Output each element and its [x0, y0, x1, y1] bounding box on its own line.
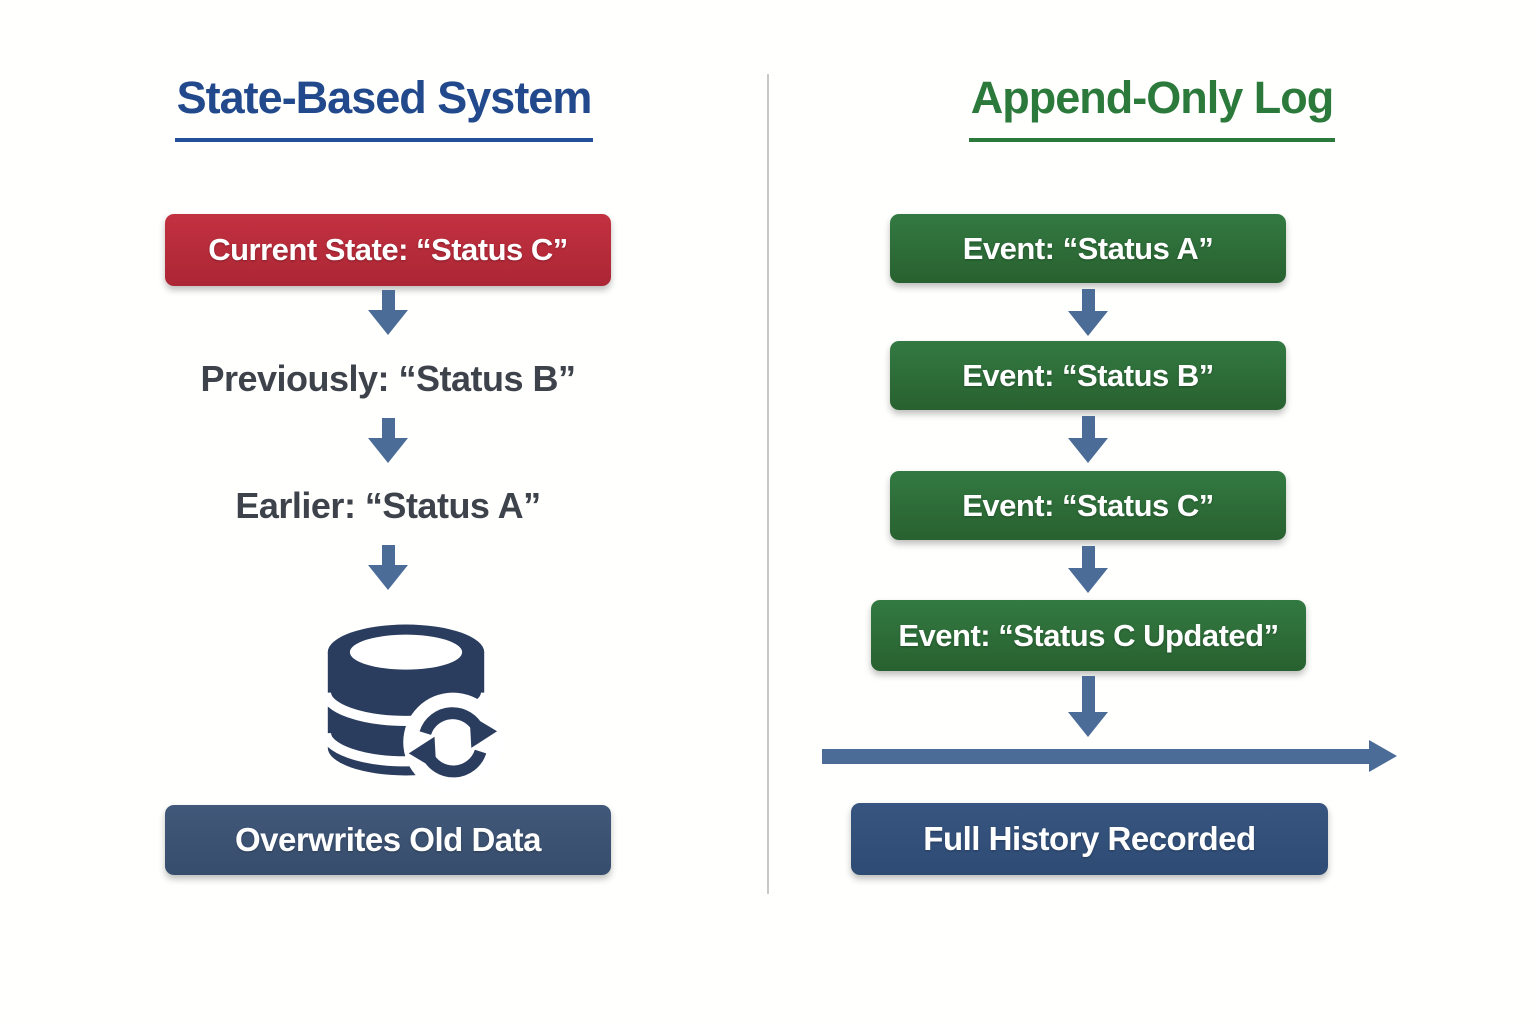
arrow-head [1068, 438, 1108, 463]
timeline-arrow-icon [822, 740, 1397, 772]
arrow-head [1068, 311, 1108, 336]
timeline-head [1369, 740, 1397, 772]
down-arrow-icon [1068, 416, 1108, 463]
down-arrow-icon [368, 545, 408, 590]
down-arrow-icon [1068, 676, 1108, 737]
event-label: Event: “Status C” [962, 487, 1214, 523]
database-overwrite-icon [320, 624, 503, 792]
left-column-title: State-Based System [0, 72, 768, 142]
right-column-title: Append-Only Log [768, 72, 1536, 142]
arrow-head [368, 438, 408, 463]
event-box: Event: “Status C Updated” [871, 600, 1306, 671]
timeline-shaft [822, 749, 1369, 764]
event-box: Event: “Status A” [890, 214, 1286, 283]
arrow-shaft [1081, 546, 1095, 568]
arrow-head [1068, 568, 1108, 593]
right-result-box: Full History Recorded [851, 803, 1328, 875]
arrow-shaft [1081, 289, 1095, 311]
down-arrow-icon [368, 290, 408, 335]
down-arrow-icon [368, 418, 408, 463]
event-label: Event: “Status C Updated” [898, 617, 1279, 653]
event-label: Event: “Status A” [962, 230, 1214, 266]
arrow-shaft [1081, 676, 1095, 712]
arrow-shaft [381, 418, 395, 438]
arrow-head [368, 310, 408, 335]
arrow-shaft [1081, 416, 1095, 438]
arrow-head [1068, 712, 1108, 737]
right-column-title-text: Append-Only Log [968, 72, 1336, 142]
left-result-label: Overwrites Old Data [235, 821, 541, 858]
earlier-state-label: Earlier: “Status A” [235, 485, 541, 526]
event-box: Event: “Status B” [890, 341, 1286, 410]
arrow-head [368, 565, 408, 590]
previous-state-label: Previously: “Status B” [200, 358, 576, 399]
arrow-shaft [381, 290, 395, 310]
event-box: Event: “Status C” [890, 471, 1286, 540]
left-result-box: Overwrites Old Data [165, 805, 611, 875]
left-column-title-text: State-Based System [174, 72, 594, 142]
right-result-label: Full History Recorded [923, 820, 1256, 857]
arrow-shaft [381, 545, 395, 565]
down-arrow-icon [1068, 289, 1108, 336]
event-label: Event: “Status B” [962, 357, 1214, 393]
current-state-box: Current State: “Status C” [165, 214, 611, 286]
current-state-label: Current State: “Status C” [208, 232, 568, 267]
column-divider [767, 74, 769, 894]
down-arrow-icon [1068, 546, 1108, 593]
